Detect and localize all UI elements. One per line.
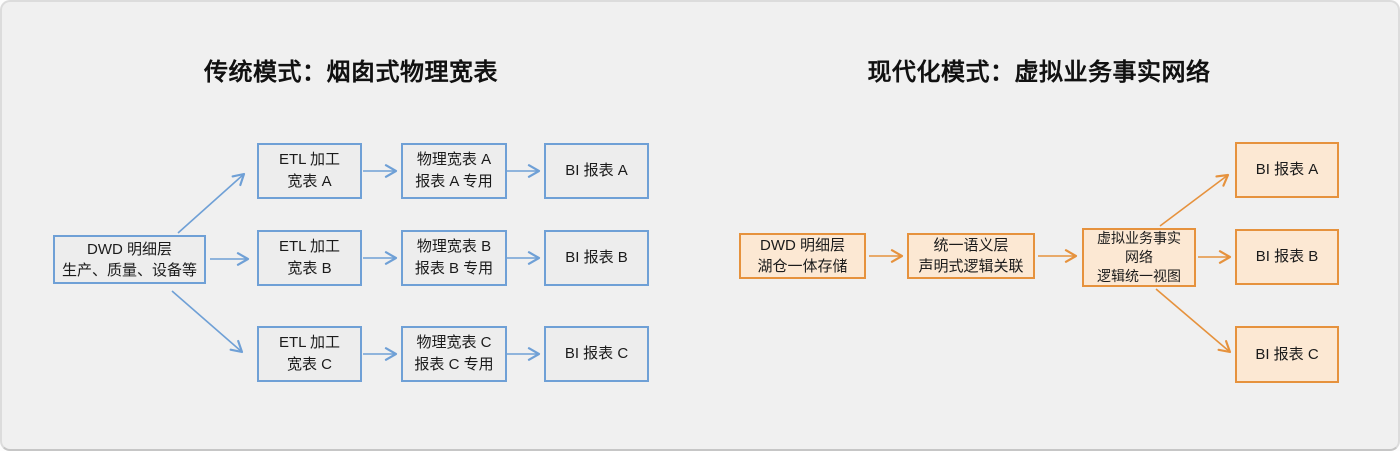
node-bi-report-b-right: BI 报表 B — [1235, 229, 1339, 285]
node-line: 报表 A 专用 — [415, 173, 493, 190]
node-line: 声明式逻辑关联 — [918, 258, 1024, 275]
arrow-dwd-to-etl-a — [177, 172, 246, 234]
node-line: 网络 — [1125, 249, 1153, 265]
node-line: 宽表 C — [286, 356, 332, 373]
left-panel-title: 传统模式：烟囱式物理宽表 — [204, 59, 498, 86]
node-line: 虚拟业务事实 — [1097, 230, 1181, 246]
node-etl-wide-table-b: ETL 加工 宽表 B — [257, 230, 362, 286]
node-line: 生产、质量、设备等 — [61, 261, 197, 279]
arrow-dwd-to-etl-c — [171, 290, 244, 354]
node-etl-wide-table-c: ETL 加工 宽表 C — [257, 326, 362, 382]
node-line: DWD 明细层 — [87, 240, 172, 258]
right-panel-title: 现代化模式：虚拟业务事实网络 — [867, 59, 1211, 86]
node-virtual-business-fact-network: 虚拟业务事实 网络 逻辑统一视图 — [1082, 228, 1196, 287]
node-line: BI 报表 A — [565, 162, 628, 179]
node-bi-report-a-right: BI 报表 A — [1235, 142, 1339, 198]
node-line: BI 报表 A — [1255, 161, 1319, 178]
node-bi-report-a-left: BI 报表 A — [544, 143, 649, 199]
node-line: 报表 B 专用 — [414, 260, 494, 277]
node-line: 宽表 A — [287, 173, 332, 190]
node-line: DWD 明细层 — [760, 237, 845, 254]
node-bi-report-c-left: BI 报表 C — [544, 326, 649, 382]
node-physical-wide-table-c: 物理宽表 C 报表 C 专用 — [401, 326, 507, 382]
node-line: 物理宽表 B — [416, 238, 492, 255]
node-physical-wide-table-a: 物理宽表 A 报表 A 专用 — [401, 143, 507, 199]
arrow-network-to-bi-a — [1159, 173, 1230, 227]
node-unified-semantic-layer: 统一语义层 声明式逻辑关联 — [907, 233, 1035, 279]
node-line: BI 报表 C — [564, 345, 629, 362]
node-bi-report-c-right: BI 报表 C — [1235, 326, 1339, 383]
arrow-network-to-bi-c — [1155, 288, 1232, 354]
node-physical-wide-table-b: 物理宽表 B 报表 B 专用 — [401, 230, 507, 286]
node-line: BI 报表 B — [565, 249, 628, 266]
node-line: 物理宽表 A — [416, 151, 492, 168]
node-line: 报表 C 专用 — [414, 356, 494, 373]
node-line: ETL 加工 — [278, 151, 341, 168]
node-dwd-lakehouse-storage: DWD 明细层 湖仓一体存储 — [739, 233, 866, 279]
node-line: 统一语义层 — [933, 237, 1009, 254]
node-line: ETL 加工 — [278, 334, 341, 351]
node-etl-wide-table-a: ETL 加工 宽表 A — [257, 143, 362, 199]
node-line: 物理宽表 C — [416, 334, 492, 351]
node-dwd-detail-layer-left: DWD 明细层 生产、质量、设备等 — [53, 235, 206, 284]
node-line: 逻辑统一视图 — [1097, 268, 1181, 284]
node-line: BI 报表 B — [1255, 248, 1319, 265]
node-bi-report-b-left: BI 报表 B — [544, 230, 649, 286]
node-line: ETL 加工 — [278, 238, 341, 255]
node-line: 湖仓一体存储 — [757, 258, 848, 275]
node-line: 宽表 B — [287, 260, 332, 277]
node-line: BI 报表 C — [1255, 345, 1319, 363]
